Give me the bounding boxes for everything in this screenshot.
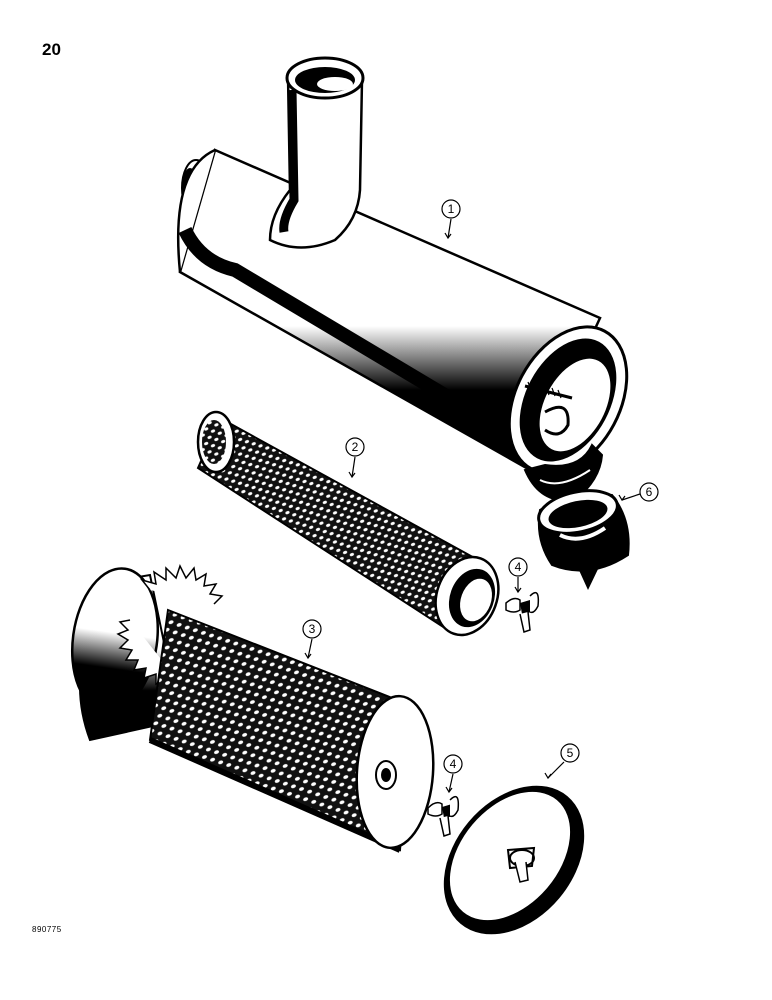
callout-leader-line	[448, 773, 454, 793]
callout-label: 1	[448, 202, 455, 216]
page-number: 20	[42, 40, 61, 59]
inner-filter-element	[196, 410, 500, 637]
air-cleaner-housing	[176, 56, 629, 502]
callout-label: 4	[450, 757, 457, 771]
callout-bubble	[443, 754, 463, 774]
callout-arrowhead	[348, 471, 356, 479]
wing-nut-upper	[505, 591, 540, 633]
callout-wing-nut-upper: 4	[508, 557, 528, 594]
callout-bubble	[639, 482, 659, 502]
callout-leader-line	[307, 638, 313, 659]
callout-arrowhead	[514, 586, 522, 594]
callout-arrowhead	[444, 232, 452, 240]
callout-end-cover: 5	[544, 743, 580, 780]
callout-arrowhead	[618, 494, 626, 502]
callout-dust-valve: 6	[618, 482, 659, 502]
callout-wing-nut-lower: 4	[443, 754, 463, 794]
callout-bubble	[441, 199, 461, 219]
callout-arrowhead	[445, 786, 453, 794]
outer-filter-element	[70, 564, 435, 853]
callout-leader-line	[351, 456, 356, 478]
callout-bubble	[560, 743, 580, 763]
callout-leader-line	[621, 493, 641, 501]
callout-bubble	[345, 437, 365, 457]
callout-label: 5	[567, 746, 574, 760]
callout-arrowhead	[544, 772, 552, 780]
dust-valve	[537, 489, 630, 590]
callout-outer-filter-element: 3	[302, 619, 322, 660]
callout-arrowhead	[304, 652, 312, 660]
drawing-code: 890775	[32, 925, 62, 934]
callout-label: 4	[515, 560, 522, 574]
callout-label: 3	[309, 622, 316, 636]
callout-leader-line	[447, 218, 452, 239]
callout-bubble	[302, 619, 322, 639]
callout-inner-filter-element: 2	[345, 437, 365, 479]
callout-air-cleaner-housing: 1	[441, 199, 461, 240]
wing-nut-lower	[427, 795, 460, 837]
callout-label: 2	[352, 440, 359, 454]
callout-label: 6	[646, 485, 653, 499]
callout-bubble	[508, 557, 528, 577]
end-cover	[443, 785, 585, 935]
